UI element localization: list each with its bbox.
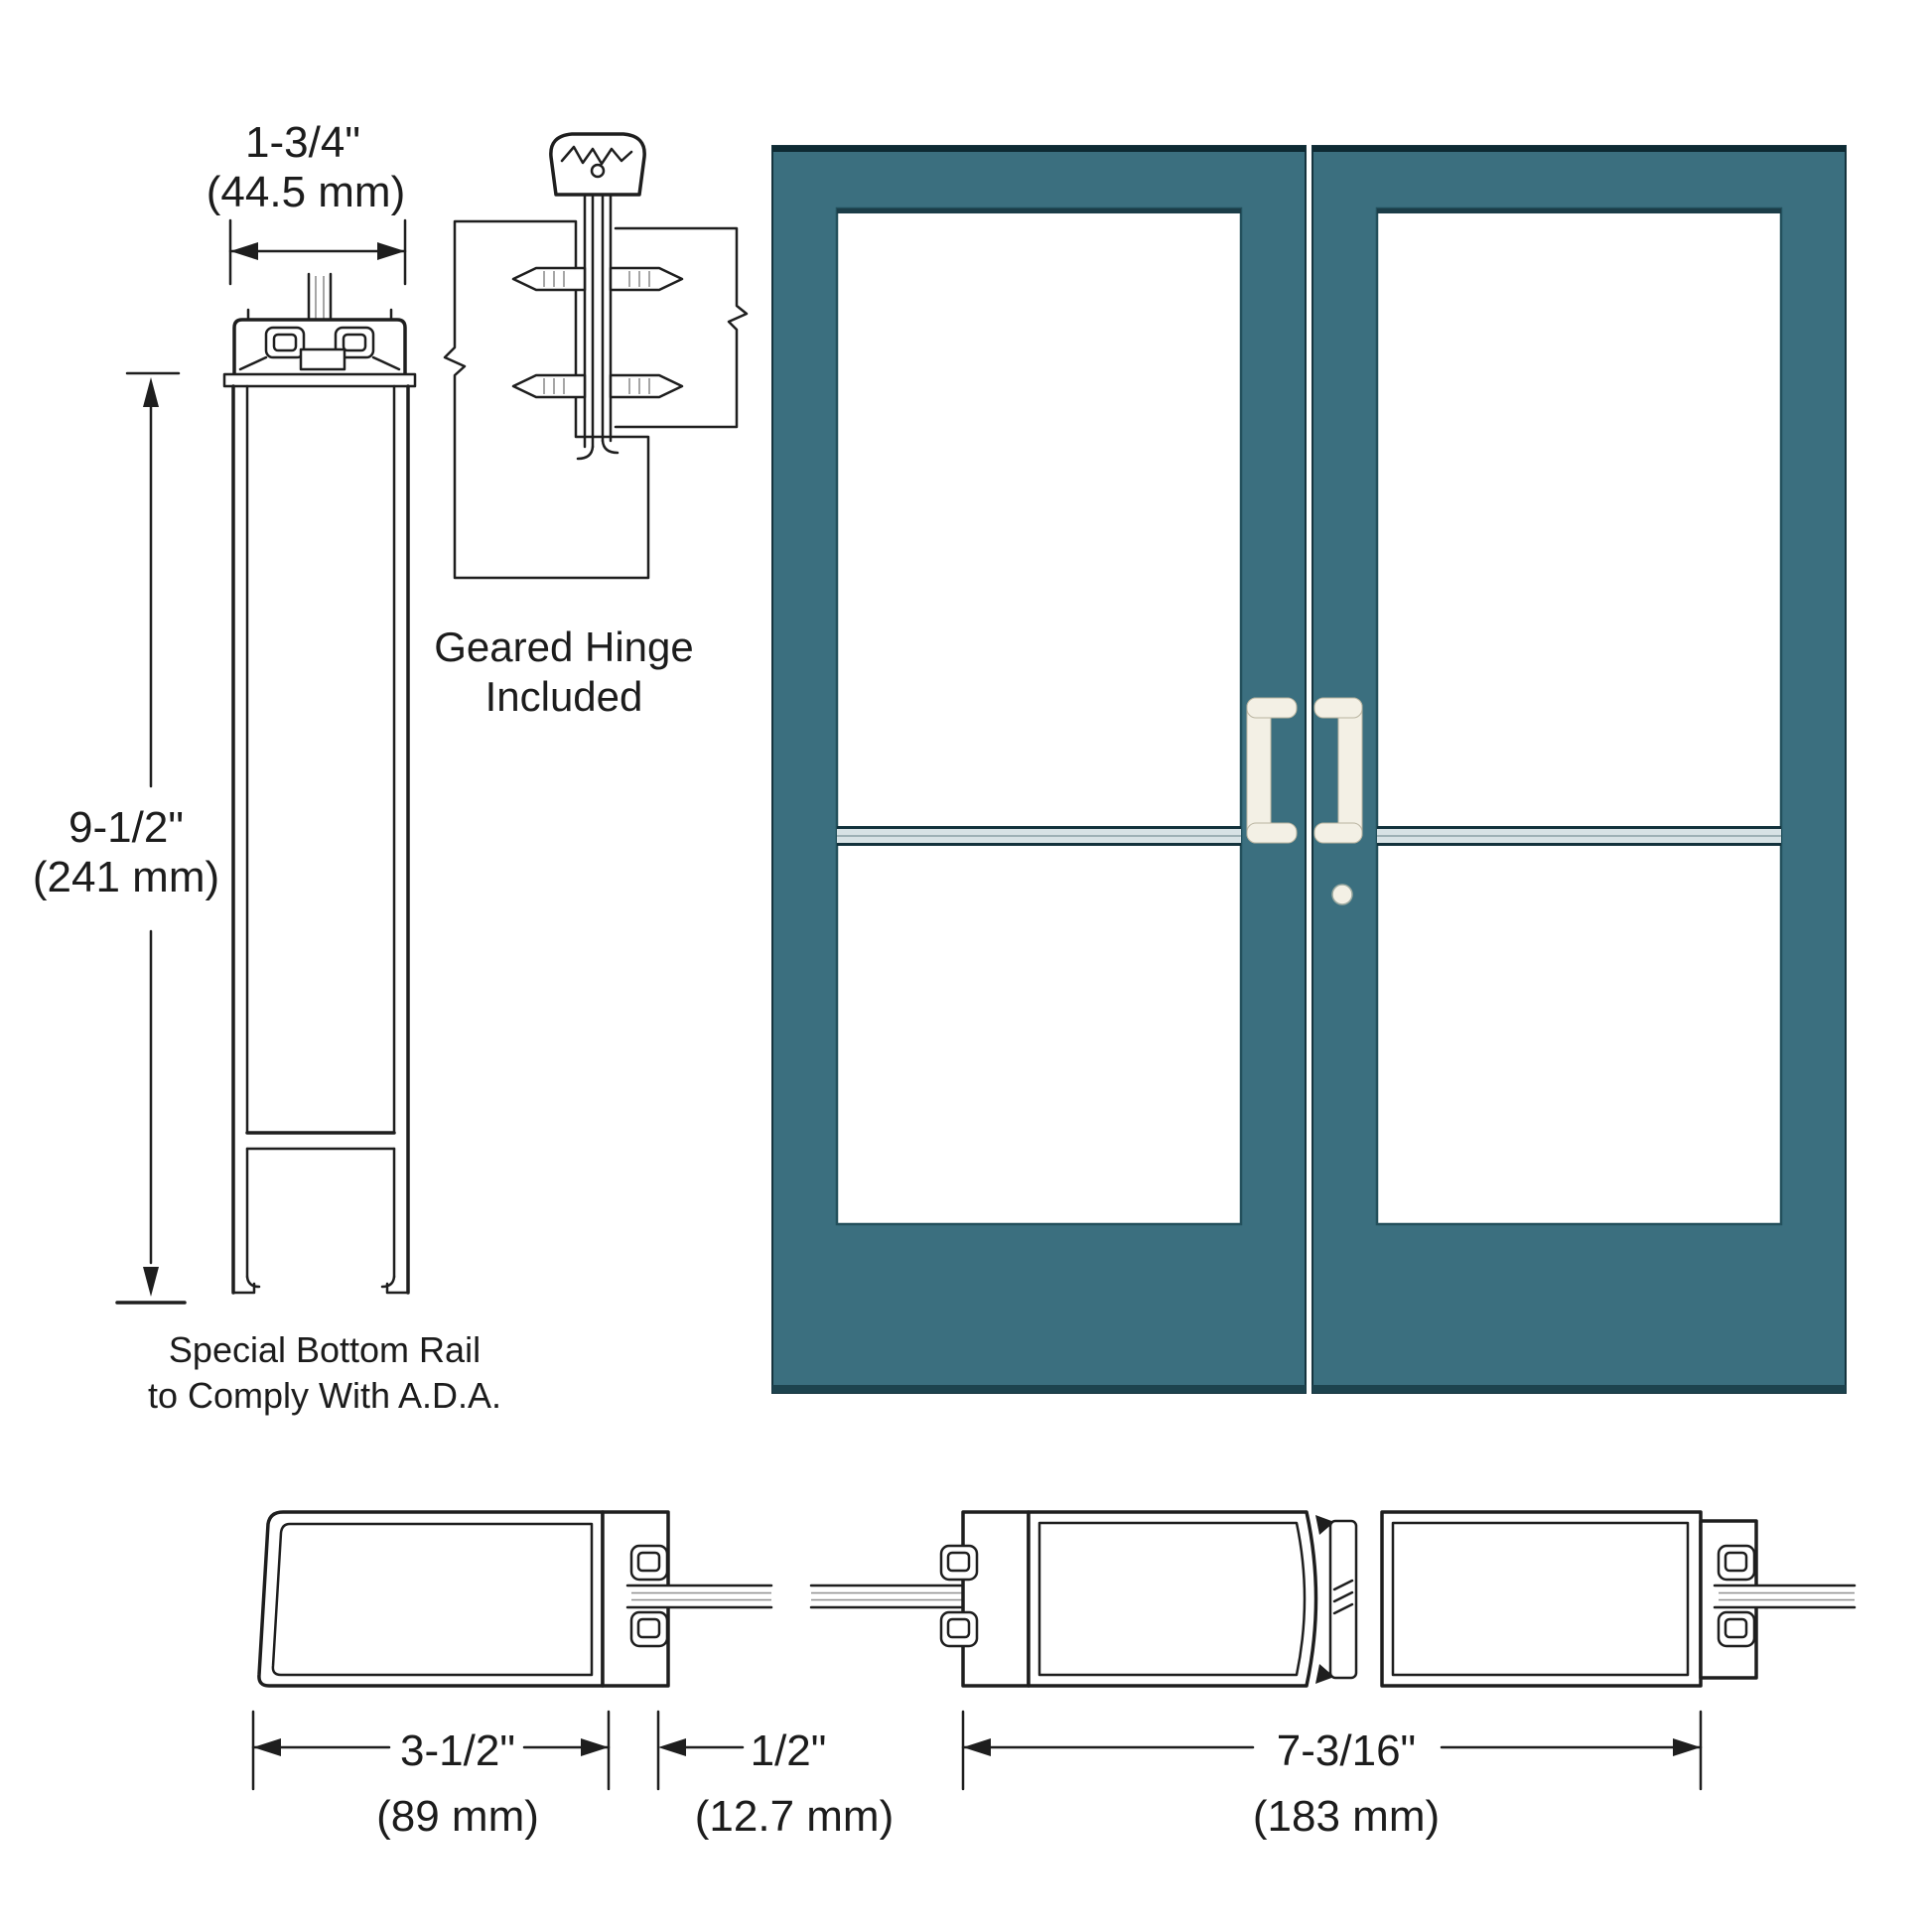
dim-glass-channel-imperial: 1/2" (751, 1726, 827, 1775)
door-stile-outline (443, 219, 650, 580)
glass-section-mid (809, 1584, 981, 1609)
arrowhead-left (253, 1738, 281, 1756)
arrowhead-left (963, 1738, 991, 1756)
double-door-elevation (771, 145, 1847, 1394)
bottom-rail-section-detail: 1-3/4" (44.5 mm) (33, 118, 501, 1416)
right-door-glass (1375, 207, 1783, 1226)
setting-block (299, 347, 346, 371)
glass-section (625, 1584, 773, 1609)
dim-glass-channel-metric: (12.7 mm) (695, 1792, 894, 1841)
left-door (771, 145, 1307, 1394)
right-door-top-edge (1312, 146, 1846, 152)
left-door-glass (835, 207, 1243, 1226)
dim-rail-height-imperial: 9-1/2" (69, 803, 184, 852)
left-door-bottom-edge (772, 1385, 1306, 1393)
dim-rail-height-metric: (241 mm) (33, 853, 219, 901)
arrowhead-down (143, 1267, 159, 1297)
rail-body-elevation (231, 384, 410, 1295)
pair-stiles-section-detail (809, 1510, 1857, 1688)
fastener-tip-bottom (1315, 1664, 1334, 1684)
ada-note-line2: to Comply With A.D.A. (148, 1375, 501, 1416)
right-door-pull-handle[interactable] (1313, 697, 1363, 844)
left-door-pull-handle[interactable] (1246, 697, 1298, 844)
dim-door-thickness-imperial: 1-3/4" (245, 118, 360, 167)
arrowhead-up (143, 377, 159, 407)
arrowhead-inward (658, 1738, 686, 1756)
right-door-midrail (1377, 826, 1781, 846)
arrowhead-left (230, 242, 258, 260)
cylinder-lock[interactable] (1331, 884, 1353, 905)
glazing-channel-profile (222, 308, 417, 388)
geared-hinge-detail: Geared Hinge Included (434, 132, 749, 720)
hinge-leaves (576, 193, 620, 461)
fastener-tip-top (1315, 1515, 1334, 1535)
hinge-note-line1: Geared Hinge (434, 623, 694, 670)
dim-door-thickness-metric: (44.5 mm) (207, 168, 405, 216)
right-door (1311, 145, 1847, 1394)
stile-section-detail (257, 1510, 773, 1688)
left-door-midrail (837, 826, 1241, 846)
dim-pair-imperial: 7-3/16" (1277, 1726, 1416, 1775)
dim-pair-metric: (183 mm) (1253, 1792, 1440, 1841)
gear-teeth (560, 145, 633, 166)
rail-height-dimension: 9-1/2" (241 mm) (33, 371, 219, 1305)
hinge-screw-bottom (511, 373, 684, 399)
hinge-note-line2: Included (485, 673, 643, 720)
arrowhead-right (1673, 1738, 1701, 1756)
dim-stile-metric: (89 mm) (376, 1792, 539, 1841)
arrowhead-right (581, 1738, 609, 1756)
frame-jamb-outline (614, 226, 749, 429)
hinge-screw-top (511, 266, 684, 292)
left-door-top-edge (772, 146, 1306, 152)
ada-note-line1: Special Bottom Rail (169, 1329, 481, 1370)
right-door-bottom-edge (1312, 1385, 1846, 1393)
arrowhead-right (377, 242, 405, 260)
hinge-pin (590, 163, 606, 179)
bottom-dimensions: 3-1/2" (89 mm) 1/2" (12.7 mm) 7-3/16" (1… (251, 1710, 1703, 1841)
glazing-channel (961, 1510, 1031, 1688)
astragal-detail (1315, 1515, 1358, 1684)
dim-stile-imperial: 3-1/2" (400, 1726, 515, 1775)
glass-section-right (1713, 1584, 1857, 1609)
hinge-knuckle-cap (549, 132, 646, 197)
